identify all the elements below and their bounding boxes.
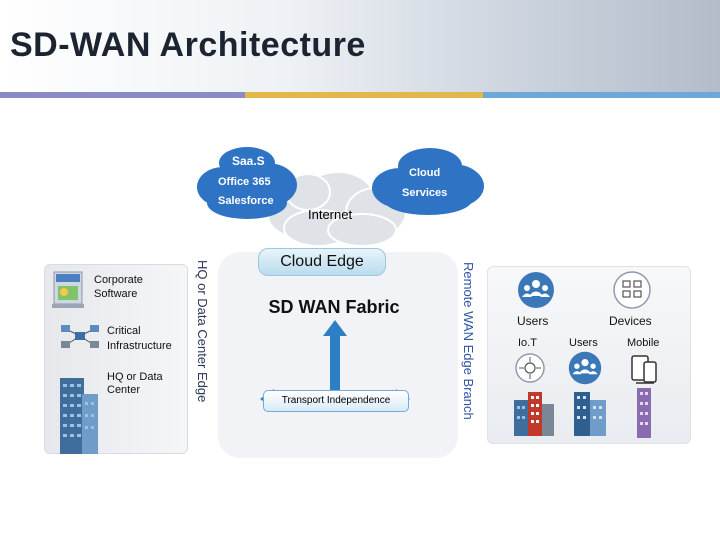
critical-infrastructure-label-line2: Infrastructure: [107, 340, 172, 352]
corporate-software-label-line1: Corporate: [94, 274, 143, 286]
branch-building-icon: [514, 392, 554, 436]
branch-users-row-label: Users: [569, 337, 598, 349]
cloud-services-icon: [372, 148, 484, 215]
office-tower-icon: [60, 378, 98, 454]
accent-stripe-blue: [483, 92, 720, 98]
saas-item-salesforce: Salesforce: [218, 195, 274, 207]
branch-building-icon: [574, 392, 606, 436]
accent-stripe-purple: [0, 92, 245, 98]
users-group-icon: [568, 351, 602, 385]
iot-icon: [515, 353, 545, 383]
hq-data-center-label-line1: HQ or Data: [107, 371, 163, 383]
saas-cloud-icon: [197, 147, 297, 219]
slide-title: SD-WAN Architecture: [10, 26, 366, 64]
internet-label: Internet: [308, 207, 353, 222]
cloud-services-line1: Cloud: [409, 167, 441, 179]
hq-data-center-label-line2: Center: [107, 384, 141, 396]
branch-mobile-label: Mobile: [627, 337, 660, 349]
software-box-icon: [52, 271, 84, 308]
branch-users-label: Users: [517, 314, 549, 328]
devices-grid-icon: [613, 271, 651, 309]
users-group-icon: [518, 272, 554, 308]
branch-iot-label: Io.T: [518, 337, 537, 349]
slide-header: [0, 0, 720, 92]
branch-building-icon: [637, 388, 651, 438]
branch-edge-vertical-label: Remote WAN Edge Branch: [461, 262, 476, 420]
critical-infrastructure-label-line1: Critical: [107, 325, 141, 337]
saas-item-office365: Office 365: [218, 176, 271, 188]
mobile-devices-icon: [631, 355, 657, 384]
cloud-edge-box: Cloud Edge: [258, 248, 386, 276]
hq-edge-vertical-label: HQ or Data Center Edge: [195, 260, 210, 403]
network-nodes-icon: [61, 325, 99, 348]
branch-devices-label: Devices: [609, 314, 652, 328]
accent-stripe-gold: [245, 92, 483, 98]
saas-title: Saa.S: [232, 154, 265, 168]
cloud-services-line2: Services: [402, 187, 448, 199]
sd-wan-fabric-title: SD WAN Fabric: [268, 297, 400, 317]
transport-independence-box: Transport Independence: [263, 390, 409, 412]
corporate-software-label-line2: Software: [94, 288, 138, 300]
